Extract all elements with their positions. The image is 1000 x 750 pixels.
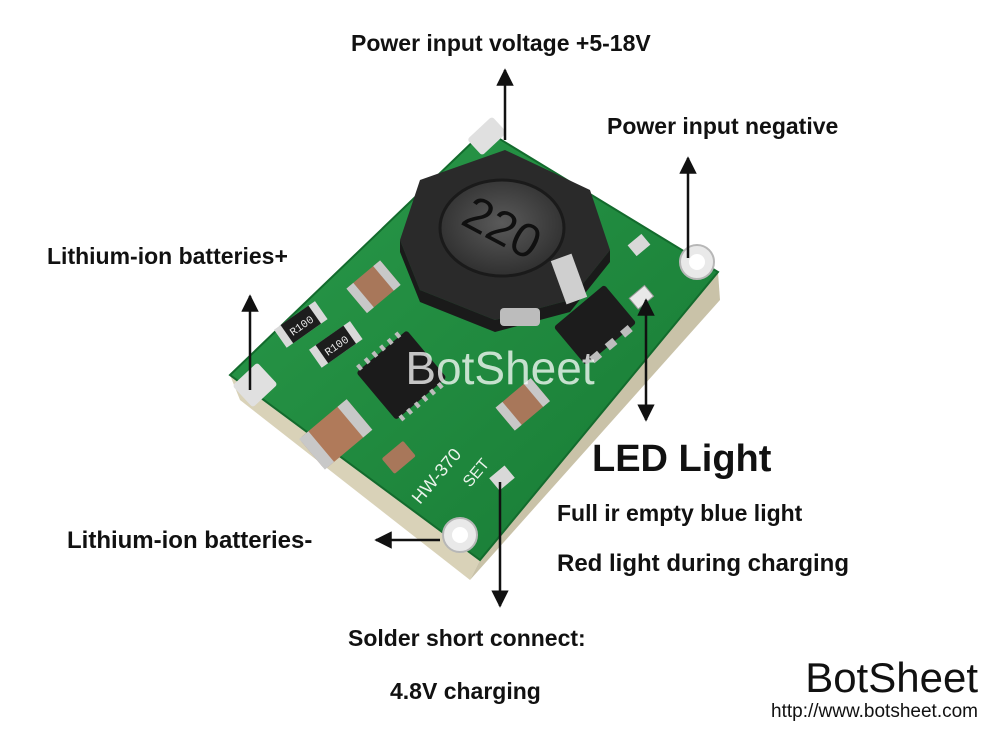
capacitor-mid bbox=[495, 378, 551, 431]
brand-name: BotSheet bbox=[805, 654, 978, 701]
label-led-charging: Red light during charging bbox=[557, 550, 849, 577]
label-battery-positive: Lithium-ion batteries+ bbox=[47, 243, 288, 269]
label-led-title: LED Light bbox=[592, 438, 772, 480]
inductor: 220 bbox=[400, 150, 610, 332]
label-solder-title: Solder short connect: bbox=[348, 625, 586, 651]
label-power-input-voltage: Power input voltage +5-18V bbox=[351, 30, 651, 56]
label-led-full: Full ir empty blue light bbox=[557, 500, 803, 526]
smd-components: R100 R100 bbox=[274, 233, 655, 491]
set-jumper-pad bbox=[489, 465, 515, 491]
mosfet bbox=[554, 285, 636, 365]
brand-block: BotSheet http://www.botsheet.com bbox=[771, 654, 978, 724]
capacitor-small bbox=[382, 441, 416, 474]
label-power-input-negative: Power input negative bbox=[607, 113, 839, 139]
watermark: BotSheet bbox=[405, 342, 594, 394]
resistor-2: R100 bbox=[309, 321, 363, 368]
capacitor-top bbox=[346, 260, 401, 314]
ic-chip bbox=[356, 331, 446, 422]
brand-url: http://www.botsheet.com bbox=[771, 701, 978, 723]
label-battery-negative: Lithium-ion batteries- bbox=[67, 527, 313, 554]
label-solder-value: 4.8V charging bbox=[390, 678, 541, 704]
capacitor-large bbox=[299, 399, 373, 470]
